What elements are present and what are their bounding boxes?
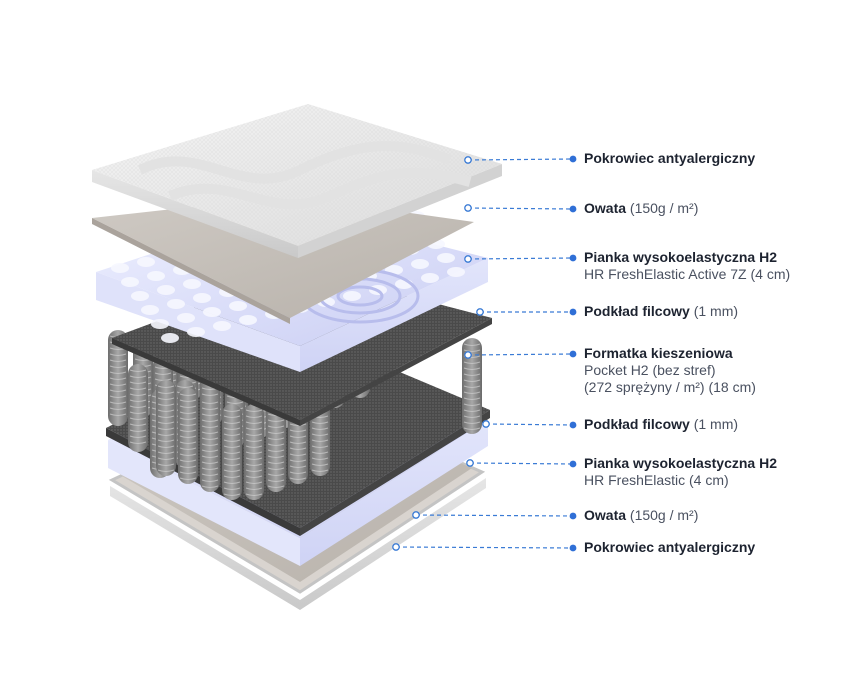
eggcrate-bump bbox=[147, 271, 165, 281]
pocket-spring bbox=[178, 388, 198, 484]
label-dot bbox=[569, 350, 577, 358]
eggcrate-bump bbox=[203, 307, 221, 317]
anchor-ring bbox=[412, 511, 420, 519]
eggcrate-bump bbox=[141, 305, 159, 315]
layer-detail: (150g / m²) bbox=[629, 200, 699, 216]
layer-title: Pianka wysokoelastyczna H2 bbox=[584, 455, 777, 471]
eggcrate-bump bbox=[157, 285, 175, 295]
pocket-spring bbox=[222, 404, 242, 500]
eggcrate-bump bbox=[167, 299, 185, 309]
anchor-ring bbox=[466, 459, 474, 467]
leader-lines bbox=[392, 155, 577, 552]
layer-label: Owata (150g / m²) bbox=[584, 200, 698, 217]
eggcrate-bump bbox=[187, 327, 205, 337]
anchor-ring bbox=[482, 420, 490, 428]
eggcrate-bump bbox=[131, 291, 149, 301]
top-cover-layer bbox=[92, 104, 502, 258]
leader-line bbox=[467, 158, 574, 161]
label-dot bbox=[569, 205, 577, 213]
eggcrate-bump bbox=[177, 313, 195, 323]
layer-title: Owata bbox=[584, 200, 627, 216]
pocket-spring bbox=[462, 338, 482, 434]
layer-label: Pokrowiec antyalergiczny bbox=[584, 150, 755, 167]
layer-label: Pokrowiec antyalergiczny bbox=[584, 539, 755, 556]
label-dot bbox=[569, 460, 577, 468]
label-dot bbox=[569, 512, 577, 520]
label-dot bbox=[569, 254, 577, 262]
eggcrate-bump bbox=[183, 279, 201, 289]
anchor-ring bbox=[464, 156, 472, 164]
layer-spec-line: Pocket H2 (bez stref) bbox=[584, 362, 716, 378]
anchor-ring bbox=[464, 351, 472, 359]
layer-spec-line: HR FreshElastic Active 7Z (4 cm) bbox=[584, 266, 791, 282]
pocket-spring bbox=[128, 364, 148, 452]
eggcrate-bump bbox=[447, 267, 465, 277]
label-dot bbox=[569, 155, 577, 163]
layer-label: Owata (150g / m²) bbox=[584, 507, 698, 524]
pocket-spring bbox=[156, 380, 176, 476]
anchor-ring bbox=[464, 204, 472, 212]
anchor-ring bbox=[464, 255, 472, 263]
eggcrate-bump bbox=[229, 301, 247, 311]
eggcrate-bump bbox=[421, 273, 439, 283]
layer-title: Pokrowiec antyalergiczny bbox=[584, 539, 756, 555]
eggcrate-bump bbox=[213, 321, 231, 331]
layer-detail: (150g / m²) bbox=[629, 507, 699, 523]
leader-line bbox=[395, 546, 574, 549]
leader-line bbox=[485, 423, 574, 426]
label-dot bbox=[569, 544, 577, 552]
layer-title: Pianka wysokoelastyczna H2 bbox=[584, 249, 777, 265]
anchor-ring bbox=[476, 308, 484, 316]
eggcrate-bump bbox=[111, 263, 129, 273]
leader-line bbox=[467, 207, 574, 210]
layer-title: Pokrowiec antyalergiczny bbox=[584, 150, 756, 166]
pocket-spring bbox=[266, 396, 286, 492]
layer-spec-line: (272 sprężyny / m²) (18 cm) bbox=[584, 379, 756, 395]
eggcrate-bump bbox=[437, 253, 455, 263]
leader-line bbox=[467, 257, 574, 260]
layer-title: Owata bbox=[584, 507, 627, 523]
eggcrate-bump bbox=[121, 277, 139, 287]
leader-line bbox=[415, 514, 574, 517]
leader-line bbox=[467, 353, 574, 356]
layer-label: Podkład filcowy (1 mm) bbox=[584, 303, 738, 320]
pocket-spring bbox=[244, 404, 264, 500]
anchor-ring bbox=[392, 543, 400, 551]
eggcrate-bump bbox=[411, 259, 429, 269]
layer-detail: (1 mm) bbox=[693, 303, 739, 319]
layer-title: Podkład filcowy bbox=[584, 416, 690, 432]
pocket-spring bbox=[200, 396, 220, 492]
eggcrate-bump bbox=[151, 319, 169, 329]
eggcrate-bump bbox=[193, 293, 211, 303]
label-dot bbox=[569, 421, 577, 429]
layer-title: Podkład filcowy bbox=[584, 303, 690, 319]
eggcrate-bump bbox=[343, 291, 361, 301]
label-dot bbox=[569, 308, 577, 316]
layer-detail: (1 mm) bbox=[693, 416, 739, 432]
top-wadding-layer bbox=[92, 196, 474, 324]
eggcrate-bump bbox=[137, 257, 155, 267]
eggcrate-bump bbox=[239, 315, 257, 325]
eggcrate-bump bbox=[161, 333, 179, 343]
leader-line bbox=[469, 462, 574, 465]
layer-spec-line: HR FreshElastic (4 cm) bbox=[584, 472, 729, 488]
layer-label: Podkład filcowy (1 mm) bbox=[584, 416, 738, 433]
layer-title: Formatka kieszeniowa bbox=[584, 345, 733, 361]
